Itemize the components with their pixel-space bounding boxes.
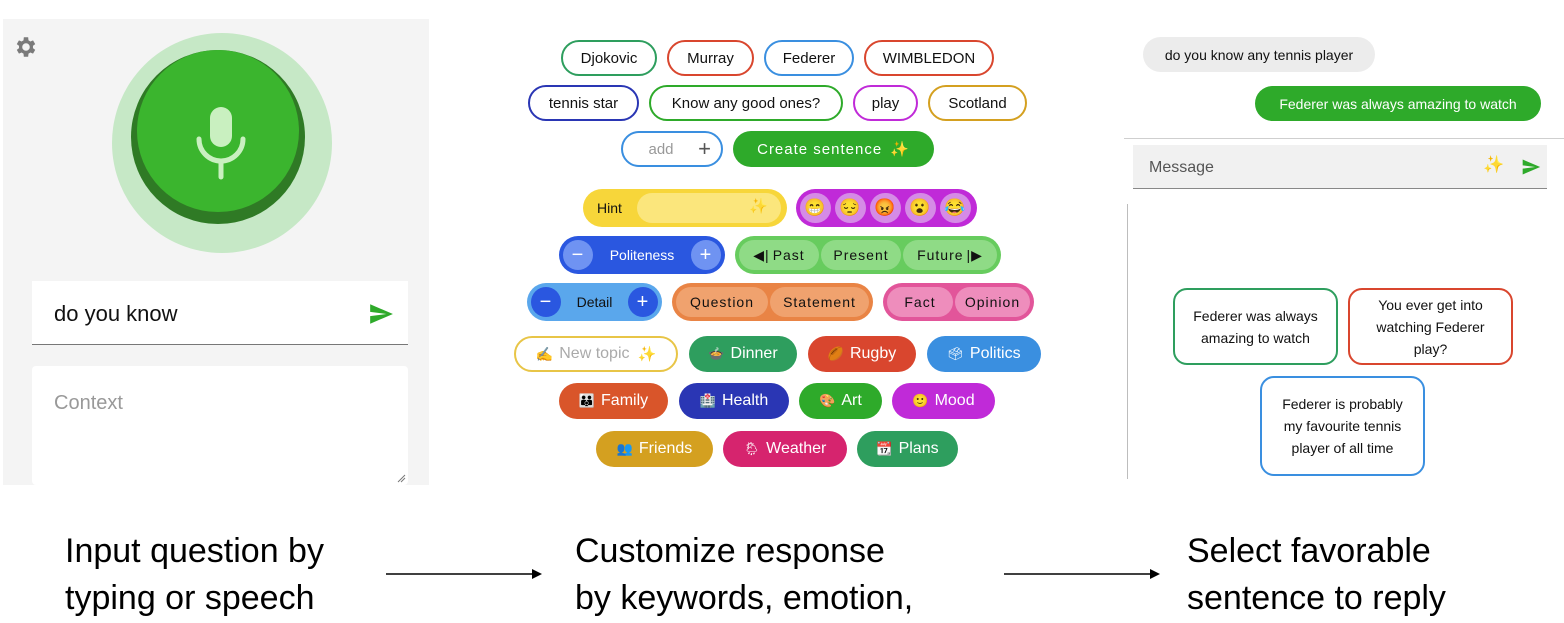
emoji-angry[interactable]: 😡: [870, 193, 901, 223]
fact-button[interactable]: Fact: [887, 287, 953, 317]
keyword-chip[interactable]: Scotland: [928, 85, 1027, 121]
add-keyword-input[interactable]: add: [648, 140, 674, 158]
resize-handle-icon[interactable]: [396, 473, 406, 483]
arrow-right-icon: [386, 569, 542, 579]
statement-button[interactable]: Statement: [770, 287, 869, 317]
context-box: [32, 366, 408, 485]
topic-chip[interactable]: 🏥Health: [679, 383, 789, 419]
politeness-increase-button[interactable]: +: [691, 240, 721, 270]
magic-wand-icon: ✨: [890, 141, 910, 158]
gear-icon[interactable]: [13, 34, 39, 60]
politeness-label: Politeness: [609, 247, 675, 263]
hospital-icon: 🏥: [699, 393, 716, 408]
emoji-surprised[interactable]: 😮: [905, 193, 936, 223]
topic-chip[interactable]: 🙂Mood: [892, 383, 995, 419]
context-textarea[interactable]: [52, 390, 396, 474]
art-icon: 🎨: [819, 393, 836, 408]
keyword-chip[interactable]: Murray: [667, 40, 754, 76]
chat-bubble-received: do you know any tennis player: [1143, 37, 1375, 72]
question-input[interactable]: [52, 297, 356, 331]
tense-present-button[interactable]: Present: [821, 240, 901, 270]
ballot-icon: 🗳: [947, 346, 964, 361]
chevron-right-icon: |▶: [966, 246, 983, 263]
microphone-icon: [196, 107, 246, 180]
add-keyword-field: add +: [621, 131, 723, 167]
input-panel: [3, 19, 429, 485]
send-icon[interactable]: [366, 301, 396, 327]
weather-icon: 🌦: [743, 441, 761, 456]
topic-chip[interactable]: 🎨Art: [799, 383, 882, 419]
question-button[interactable]: Question: [676, 287, 768, 317]
family-icon: 👪: [578, 393, 596, 408]
suggestion-card[interactable]: Federer was always amazing to watch: [1173, 288, 1338, 365]
politeness-control: − Politeness +: [559, 236, 725, 274]
topic-chip[interactable]: 🏉Rugby: [808, 336, 916, 372]
divider: [1127, 204, 1128, 479]
emoji-laughing[interactable]: 😂: [940, 193, 971, 223]
calendar-icon: 📆: [876, 441, 893, 456]
hint-input[interactable]: [637, 193, 781, 223]
send-icon[interactable]: [1520, 157, 1542, 177]
emoji-happy[interactable]: 😁: [800, 193, 831, 223]
chat-bubble-sent: Federer was always amazing to watch: [1255, 86, 1541, 121]
dinner-icon: 🍲: [708, 346, 725, 361]
magic-wand-icon[interactable]: ✨: [637, 346, 657, 363]
hint-field: Hint ✨: [583, 189, 787, 227]
detail-label: Detail: [576, 294, 613, 310]
suggestion-card[interactable]: You ever get into watching Federer play?: [1348, 288, 1513, 365]
emoji-sad[interactable]: 😔: [835, 193, 866, 223]
detail-increase-button[interactable]: +: [628, 287, 658, 317]
keyword-chip[interactable]: tennis star: [528, 85, 639, 121]
detail-decrease-button[interactable]: −: [531, 287, 561, 317]
topic-chip[interactable]: 👥Friends: [596, 431, 713, 467]
caption-step1: Input question by typing or speech: [65, 532, 324, 617]
magic-wand-icon[interactable]: ✨: [749, 198, 768, 215]
new-topic-field[interactable]: ✍ New topic ✨: [514, 336, 678, 372]
detail-control: − Detail +: [527, 283, 662, 321]
keyword-chip[interactable]: WIMBLEDON: [864, 40, 994, 76]
keyword-chip[interactable]: Djokovic: [561, 40, 657, 76]
caption-step2: Customize response by keywords, emotion,: [575, 532, 914, 617]
chevron-left-icon: ◀|: [753, 246, 770, 263]
friends-icon: 👥: [616, 441, 633, 456]
sentence-type-selector: Question Statement: [672, 283, 873, 321]
message-bar: ✨: [1133, 145, 1547, 189]
topic-chip[interactable]: 📆Plans: [857, 431, 958, 467]
keyword-chip[interactable]: play: [853, 85, 918, 121]
topic-chip[interactable]: 🗳Politics: [927, 336, 1041, 372]
tense-future-button[interactable]: Future|▶: [903, 240, 997, 270]
new-topic-placeholder: New topic: [559, 345, 630, 362]
topic-chip[interactable]: 🌦Weather: [723, 431, 847, 467]
question-input-box: [32, 281, 408, 345]
create-sentence-button[interactable]: Create sentence ✨: [733, 131, 934, 167]
fact-opinion-selector: Fact Opinion: [883, 283, 1034, 321]
politeness-decrease-button[interactable]: −: [563, 240, 593, 270]
mood-icon: 🙂: [912, 393, 929, 408]
topic-chip[interactable]: 👪Family: [559, 383, 668, 419]
pencil-icon: ✍: [535, 345, 554, 362]
message-input[interactable]: [1147, 155, 1471, 181]
keyword-chip[interactable]: Know any good ones?: [649, 85, 843, 121]
keyword-chip[interactable]: Federer: [764, 40, 854, 76]
arrow-right-icon: [1004, 569, 1160, 579]
add-keyword-plus-icon[interactable]: +: [698, 136, 711, 161]
magic-wand-icon[interactable]: ✨: [1483, 155, 1505, 174]
opinion-button[interactable]: Opinion: [955, 287, 1030, 317]
suggestion-card[interactable]: Federer is probably my favourite tennis …: [1260, 376, 1425, 476]
hint-label: Hint: [597, 200, 622, 216]
tense-selector: ◀|Past Present Future|▶: [735, 236, 1001, 274]
emotion-selector: 😁 😔 😡 😮 😂: [796, 189, 977, 227]
divider: [1124, 138, 1564, 139]
topic-chip[interactable]: 🍲Dinner: [689, 336, 797, 372]
rugby-icon: 🏉: [827, 346, 844, 361]
caption-step3: Select favorable sentence to reply: [1187, 532, 1446, 617]
create-sentence-label: Create sentence: [757, 140, 883, 158]
tense-past-button[interactable]: ◀|Past: [739, 240, 819, 270]
